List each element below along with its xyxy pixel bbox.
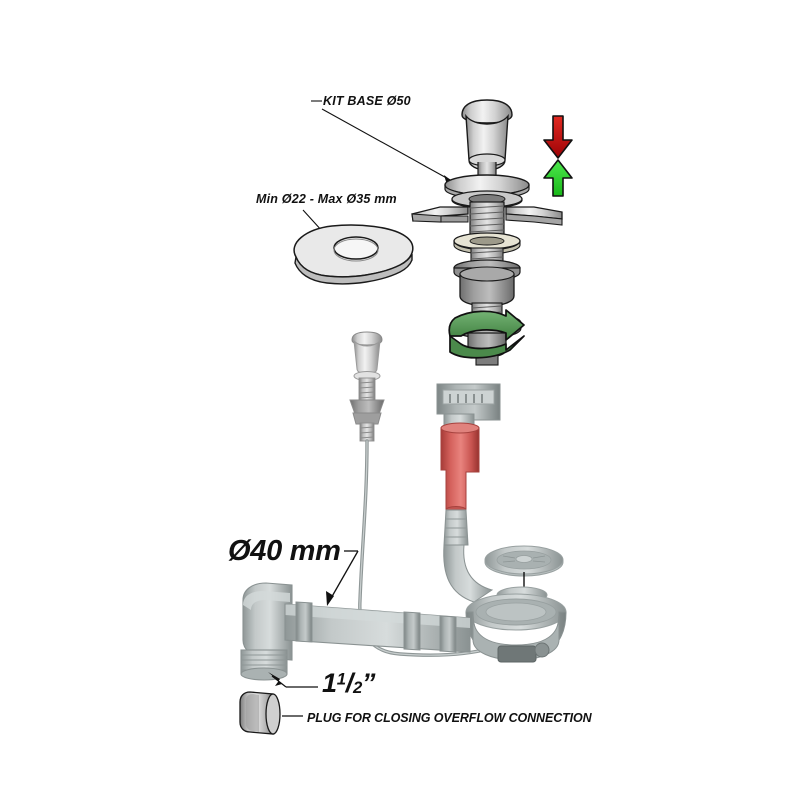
thread-size-unit: ” [361, 668, 376, 698]
strainer-cover [484, 545, 564, 577]
kit-base-label: KIT BASE Ø50 [323, 94, 411, 108]
elbow-callout [268, 672, 318, 688]
thread-size-numerator: 1 [336, 669, 346, 689]
remote-knob [349, 331, 385, 442]
strainer-basket [465, 586, 567, 663]
gasket-range-label: Min Ø22 - Max Ø35 mm [256, 192, 397, 206]
valve-body [453, 247, 521, 307]
elbow-outlet [240, 649, 288, 681]
down-arrow [543, 115, 573, 159]
gasket-hole [333, 236, 379, 260]
plug-note-label: PLUG FOR CLOSING OVERFLOW CONNECTION [307, 711, 592, 725]
thread-size-label: 11/2” [322, 668, 376, 698]
up-arrow [543, 159, 573, 197]
pipe-diameter-callout [326, 550, 359, 606]
overflow-assembly [436, 383, 501, 603]
teardrop-gasket [293, 224, 414, 285]
rotate-arrow [448, 309, 525, 359]
pop-up-knob [461, 99, 513, 181]
pipe-diameter-label: Ø40 mm [228, 535, 341, 567]
closing-plug [239, 691, 281, 735]
thread-size-denominator: 2 [352, 677, 362, 697]
wing-bracket [411, 206, 563, 226]
horizontal-pipe [242, 582, 471, 661]
thread-size-whole: 1 [322, 668, 337, 698]
